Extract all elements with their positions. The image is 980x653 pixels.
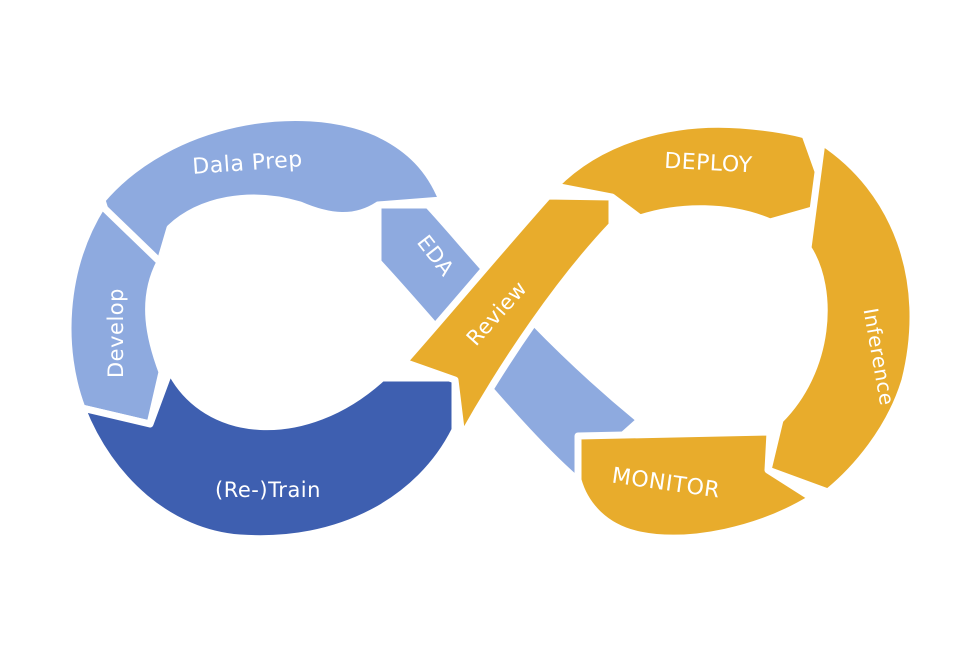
label-deploy: DEPLOY (664, 149, 753, 179)
segment-data-prep (98, 114, 446, 266)
segment-deploy (551, 120, 834, 226)
label-develop: Develop (104, 288, 128, 378)
segment-monitor (574, 428, 816, 542)
segment-inference (764, 138, 917, 496)
label-retrain: (Re-)Train (215, 478, 321, 502)
segment-review (400, 192, 616, 441)
segment-retrain (78, 366, 459, 543)
